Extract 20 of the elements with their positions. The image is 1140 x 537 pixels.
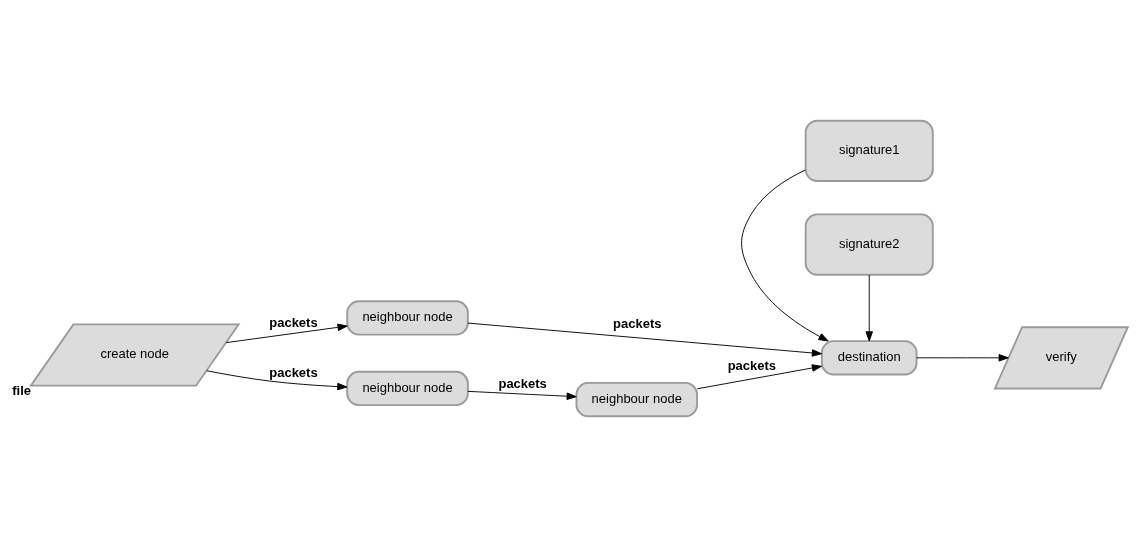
node-box: signature2 <box>804 213 934 276</box>
edge-label: packets <box>613 316 662 332</box>
node-box: signature1 <box>804 119 934 182</box>
edge-label: packets <box>727 358 777 374</box>
edge-label: packets <box>269 364 318 380</box>
arrow <box>916 354 1009 362</box>
arrow <box>467 322 823 357</box>
arrow <box>865 274 873 342</box>
node-box: destination <box>820 340 918 376</box>
edge-label: packets <box>498 375 547 391</box>
arrow <box>696 364 823 390</box>
arrow <box>206 370 348 391</box>
arrow <box>741 169 829 342</box>
node-box: neighbour node <box>346 370 469 407</box>
edge-label: packets <box>269 315 318 331</box>
node-label: file <box>12 383 32 399</box>
node-box: neighbour node <box>346 300 469 336</box>
arrow <box>225 323 348 344</box>
node-box: neighbour node <box>575 381 698 418</box>
arrow <box>467 390 577 400</box>
